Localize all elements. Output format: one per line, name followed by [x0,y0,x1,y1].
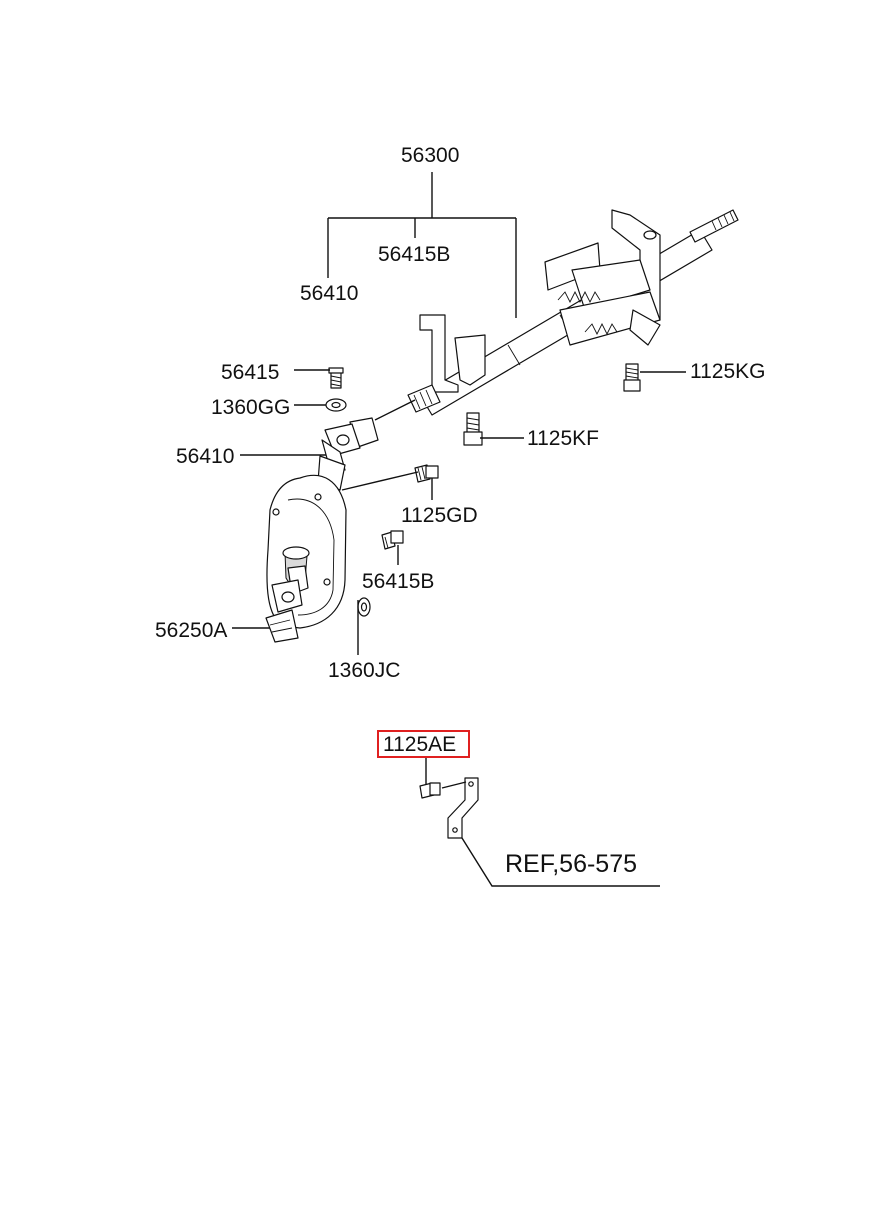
label-56250A[interactable]: 56250A [155,619,227,642]
bolt-1125KF [463,412,483,446]
bolt-56415 [328,367,344,389]
steering-column-assembly [407,209,739,416]
label-56410-top[interactable]: 56410 [300,282,358,305]
label-56410-mid[interactable]: 56410 [176,445,234,468]
part-labels: 56300 56415B 56410 56415 1360GG 56410 11… [155,144,766,878]
steering-boot-cover [265,474,347,643]
label-1360JC[interactable]: 1360JC [328,659,400,682]
label-1125GD[interactable]: 1125GD [401,504,478,527]
bolt-1125AE [419,782,441,799]
bolt-1125KG [623,363,641,392]
label-1125AE[interactable]: 1125AE [383,733,456,756]
bolt-56415B [381,530,404,550]
label-56415[interactable]: 56415 [221,361,279,384]
label-1360GG[interactable]: 1360GG [211,396,290,419]
washer-1360JC [357,597,371,617]
label-56415B-top[interactable]: 56415B [378,243,450,266]
bolt-1125GD [414,464,439,483]
label-ref-56-575[interactable]: REF,56-575 [505,850,637,878]
label-1125KG[interactable]: 1125KG [690,360,766,383]
washer-1360GG [325,398,347,412]
label-1125KF[interactable]: 1125KF [527,427,599,450]
highlight-box-1125AE [377,730,470,758]
lower-bracket-ref [441,777,479,839]
label-56300[interactable]: 56300 [401,144,459,167]
label-56415B-mid[interactable]: 56415B [362,570,434,593]
leader-lines [232,172,686,887]
